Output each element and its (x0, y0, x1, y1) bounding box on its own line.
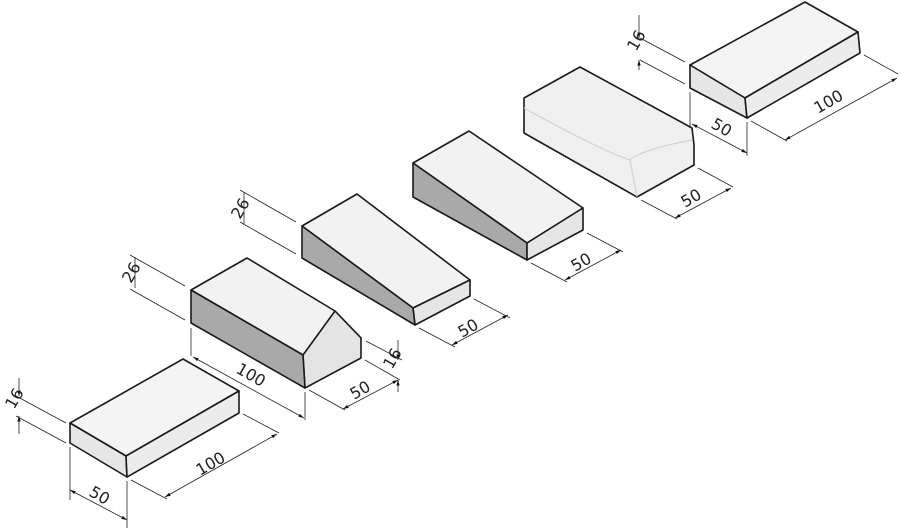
block-6-flat-curb (637, 1, 899, 156)
block-2-width-label: 50 (347, 377, 374, 404)
block-5-width-label: 50 (678, 185, 705, 212)
block-6-length-label: 100 (811, 86, 847, 118)
block-4-sloped-curb (412, 130, 624, 283)
block-1-length-label: 100 (193, 448, 229, 480)
block-6-height-label: 16 (623, 27, 650, 54)
block-2-chamfered-curb (129, 254, 403, 420)
block-2-front-height-label: 16 (379, 345, 406, 372)
block-1-width-label: 50 (86, 482, 113, 509)
block-3-height-label: 26 (227, 195, 254, 222)
block-3-sloped-curb (239, 189, 511, 348)
block-3-width-label: 50 (455, 315, 482, 342)
block-1-flat-curb (15, 358, 280, 528)
block-4-width-label: 50 (568, 249, 595, 276)
block-6-width-label: 50 (708, 114, 735, 141)
block-1-height-label: 16 (1, 385, 28, 412)
block-5-rounded-corner-curb (523, 66, 734, 220)
block-2-back-height-label: 26 (118, 259, 145, 286)
